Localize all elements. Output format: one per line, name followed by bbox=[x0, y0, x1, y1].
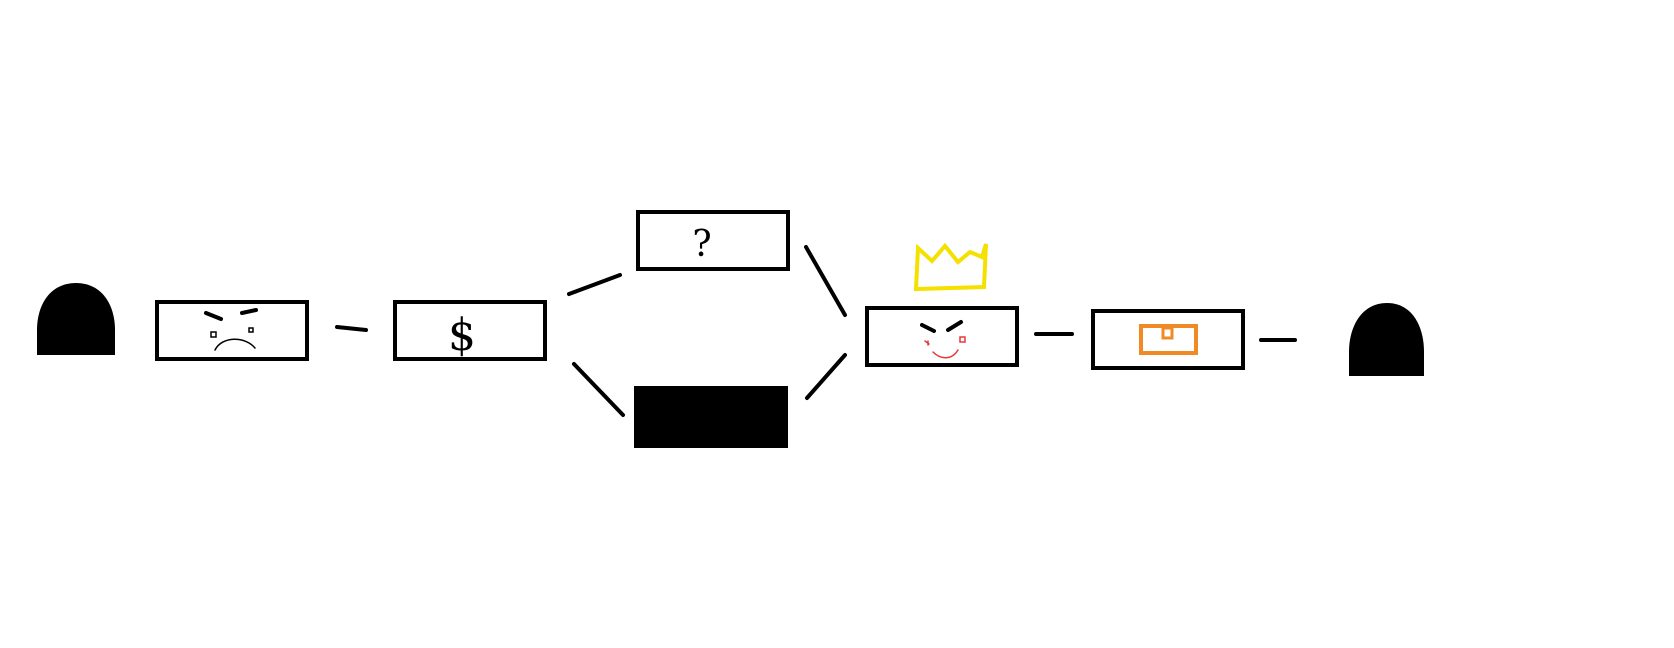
end-arch-icon bbox=[1349, 303, 1424, 376]
connector-black-king bbox=[805, 353, 847, 400]
crown-icon bbox=[913, 242, 988, 292]
question-box: ? bbox=[636, 210, 790, 271]
king-face-box bbox=[865, 242, 1019, 367]
smiling-face-icon bbox=[920, 320, 966, 359]
chest-box bbox=[1091, 309, 1245, 370]
connector-angry-dollar bbox=[335, 325, 368, 332]
connector-dollar-black bbox=[572, 362, 625, 417]
start-arch-icon bbox=[37, 283, 115, 355]
connector-dollar-question bbox=[567, 273, 622, 296]
connector-question-king bbox=[804, 245, 847, 317]
question-mark-icon: ? bbox=[692, 224, 711, 265]
dollar-box: $ bbox=[393, 300, 547, 361]
dollar-sign-icon: $ bbox=[448, 310, 476, 361]
angry-face-icon bbox=[204, 308, 258, 351]
black-box bbox=[634, 386, 788, 448]
angry-face-box bbox=[155, 300, 309, 361]
treasure-chest-icon bbox=[1139, 324, 1198, 355]
